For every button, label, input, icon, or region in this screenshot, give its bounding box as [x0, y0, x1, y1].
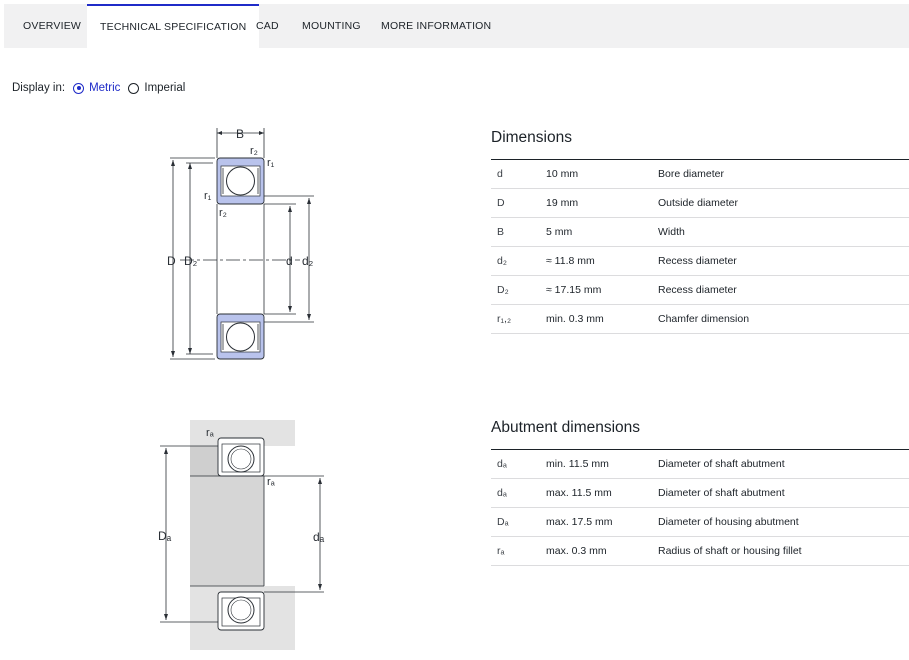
unit-toggle: Display in: Metric Imperial	[12, 80, 185, 96]
tab-technical-specification[interactable]: TECHNICAL SPECIFICATION	[87, 4, 260, 48]
description-cell: Outside diameter	[658, 188, 909, 218]
value-cell: max. 0.3 mm	[546, 536, 658, 566]
description-cell: Recess diameter	[658, 246, 909, 276]
table-row: d 10 mm Bore diameter	[491, 159, 909, 189]
value-cell: ≈ 17.15 mm	[546, 275, 658, 305]
label-ra-right: rₐ	[267, 476, 276, 488]
imperial-radio[interactable]	[128, 82, 140, 94]
description-cell: Diameter of shaft abutment	[658, 478, 909, 508]
table-row: B 5 mm Width	[491, 217, 909, 247]
imperial-label[interactable]: Imperial	[144, 82, 186, 94]
table-row: d₂ ≈ 11.8 mm Recess diameter	[491, 246, 909, 276]
symbol-cell: d₂	[491, 246, 546, 276]
label-D2: D₂	[184, 254, 198, 268]
label-r2-top: r₂	[250, 145, 258, 157]
display-label: Display in:	[12, 82, 66, 94]
value-cell: ≈ 11.8 mm	[546, 246, 658, 276]
symbol-cell: dₐ	[491, 449, 546, 479]
label-d2: d₂	[302, 254, 314, 268]
description-cell: Recess diameter	[658, 275, 909, 305]
value-cell: 5 mm	[546, 217, 658, 247]
symbol-cell: Dₐ	[491, 507, 546, 537]
table-row: Dₐ max. 17.5 mm Diameter of housing abut…	[491, 507, 909, 537]
tab-cad[interactable]: CAD	[256, 20, 279, 32]
symbol-cell: D₂	[491, 275, 546, 305]
tab-overview[interactable]: OVERVIEW	[23, 20, 82, 32]
description-cell: Diameter of shaft abutment	[658, 449, 909, 479]
label-D: D	[167, 254, 176, 268]
table-row: dₐ max. 11.5 mm Diameter of shaft abutme…	[491, 478, 909, 508]
symbol-cell: r₁,₂	[491, 304, 546, 334]
tab-mounting[interactable]: MOUNTING	[302, 20, 361, 32]
table-row: D 19 mm Outside diameter	[491, 188, 909, 218]
label-ra-top: rₐ	[206, 427, 215, 439]
description-cell: Chamfer dimension	[658, 304, 909, 334]
label-d: d	[286, 254, 293, 268]
abutment-drawing: rₐ rₐ Dₐ dₐ	[158, 420, 325, 650]
table-row: D₂ ≈ 17.15 mm Recess diameter	[491, 275, 909, 305]
label-B: B	[236, 127, 244, 141]
description-cell: Diameter of housing abutment	[658, 507, 909, 537]
tab-more-information[interactable]: MORE INFORMATION	[381, 20, 492, 32]
table-row: rₐ max. 0.3 mm Radius of shaft or housin…	[491, 536, 909, 566]
symbol-cell: dₐ	[491, 478, 546, 508]
value-cell: 10 mm	[546, 159, 658, 189]
abutment-table: dₐ min. 11.5 mm Diameter of shaft abutme…	[491, 449, 909, 566]
label-r1-top: r₁	[267, 157, 275, 169]
value-cell: min. 11.5 mm	[546, 449, 658, 479]
description-cell: Width	[658, 217, 909, 247]
abutment-title: Abutment dimensions	[491, 419, 641, 436]
description-cell: Bore diameter	[658, 159, 909, 189]
description-cell: Radius of shaft or housing fillet	[658, 536, 909, 566]
tab-bar: OVERVIEW TECHNICAL SPECIFICATION CAD MOU…	[4, 4, 909, 48]
value-cell: max. 17.5 mm	[546, 507, 658, 537]
symbol-cell: B	[491, 217, 546, 247]
table-row: r₁,₂ min. 0.3 mm Chamfer dimension	[491, 304, 909, 334]
value-cell: min. 0.3 mm	[546, 304, 658, 334]
label-r2-left: r₂	[219, 207, 227, 219]
label-Da: Dₐ	[158, 529, 172, 543]
symbol-cell: rₐ	[491, 536, 546, 566]
label-da: dₐ	[313, 530, 325, 544]
dimensions-table: d 10 mm Bore diameter D 19 mm Outside di…	[491, 159, 909, 334]
symbol-cell: d	[491, 159, 546, 189]
table-row: dₐ min. 11.5 mm Diameter of shaft abutme…	[491, 449, 909, 479]
value-cell: max. 11.5 mm	[546, 478, 658, 508]
metric-radio[interactable]	[73, 82, 85, 94]
symbol-cell: D	[491, 188, 546, 218]
metric-label[interactable]: Metric	[89, 82, 121, 94]
label-r1-left: r₁	[204, 190, 212, 202]
dimensions-title: Dimensions	[491, 129, 572, 146]
bearing-cross-section-drawing: B r₂ r₁ r₁ r₂ D D₂ d d₂	[167, 127, 314, 360]
value-cell: 19 mm	[546, 188, 658, 218]
